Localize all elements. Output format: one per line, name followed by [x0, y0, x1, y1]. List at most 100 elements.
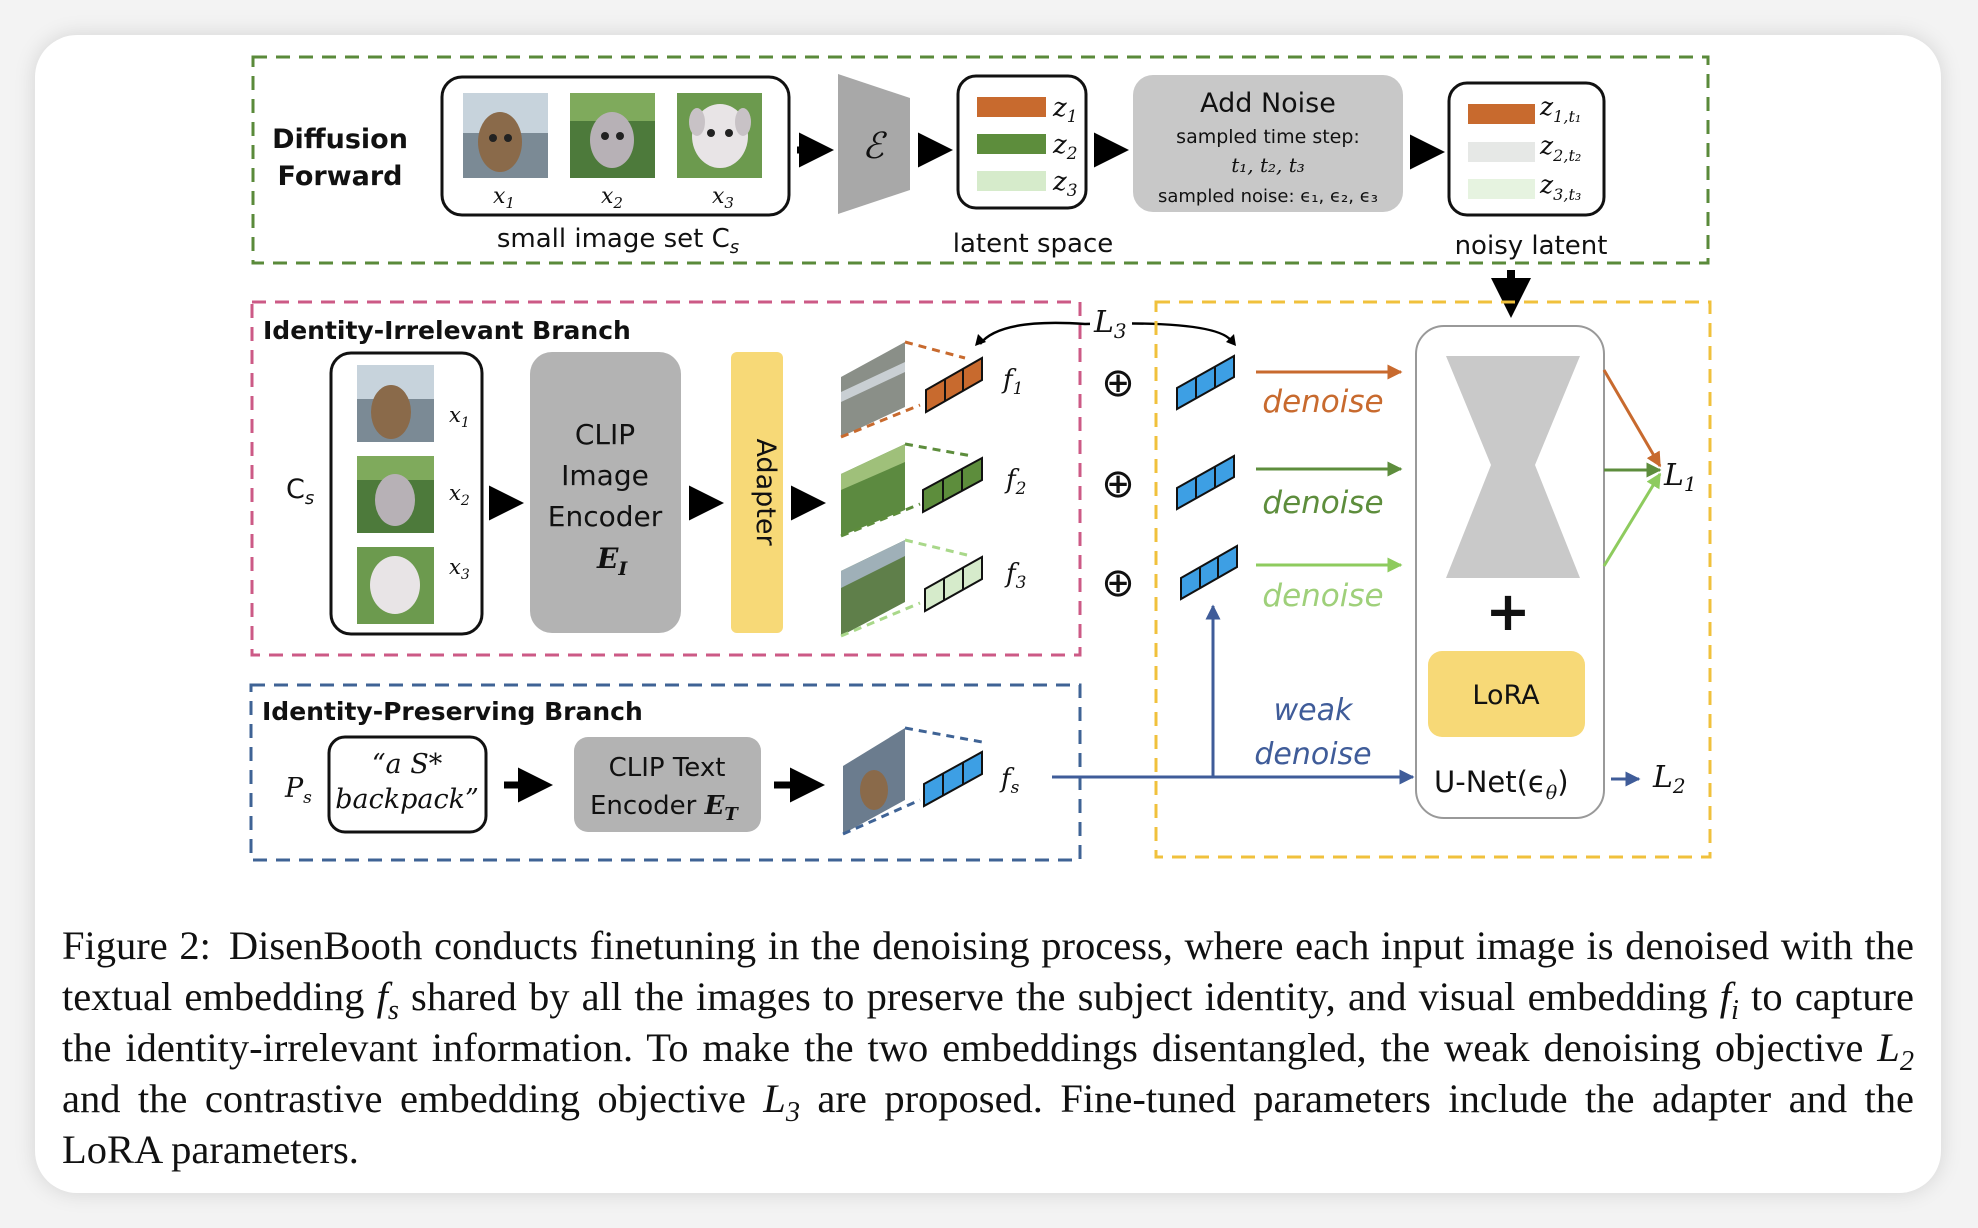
caption-l3: L3 [763, 1076, 800, 1129]
feature-vector-1 [925, 356, 983, 414]
vae-encoder-symbol: ℰ [862, 126, 887, 167]
clip-image-encoder-line3: Encoder [548, 500, 663, 533]
feature-vector-2 [922, 456, 983, 514]
feature-f2-label: f2 [1004, 465, 1026, 499]
disenbooth-diagram: Diffusion Forward x1 x2 x3 small image s… [249, 55, 1712, 862]
image-thumbnail-3 [677, 93, 762, 178]
prompt-label: Ps [284, 773, 312, 808]
feature-f1-label: f1 [1001, 365, 1023, 399]
figure-caption: Figure 2:DisenBooth conducts finetuning … [62, 920, 1914, 1175]
unet-hourglass [1446, 356, 1580, 578]
noisy-z1-bar [1468, 104, 1535, 124]
feature-image-3 [840, 538, 968, 638]
text-embedding-copy-3 [1180, 544, 1238, 601]
image-label-x1: x1 [493, 184, 515, 212]
noisy-z3-label: z3,t₃ [1539, 170, 1581, 204]
l3-label-bg [1090, 302, 1132, 338]
caption-part1: DisenBooth conducts finetuning in the de… [62, 923, 1914, 1019]
clip-text-encoder-box [574, 737, 761, 832]
unet-plus: + [1485, 580, 1530, 643]
clip-text-encoder-line1: CLIP Text [609, 753, 726, 783]
l1-arrow-lightgreen [1602, 472, 1662, 567]
text-feature-fs-label: fs [999, 764, 1020, 798]
text-feature-image [842, 726, 983, 836]
caption-part3: to capture the identity-irrelevant infor… [62, 974, 1914, 1070]
latent-space-caption: latent space [953, 229, 1114, 259]
image-thumbnail-2 [570, 93, 655, 178]
unet-panel [1154, 300, 1712, 859]
add-noise-line2: t₁, t₂, t₃ [1231, 153, 1305, 177]
prompt-box [327, 735, 488, 834]
l3-label: L3 [1093, 305, 1127, 343]
caption-fs: fs [376, 974, 399, 1027]
clip-image-encoder-symbol: EI [596, 542, 628, 580]
add-noise-title: Add Noise [1200, 88, 1336, 119]
irrelevant-label-x1: x1 [449, 403, 470, 431]
caption-part5: are proposed. Fine-tuned parameters incl… [62, 1076, 1914, 1172]
irrelevant-thumb-1 [357, 365, 434, 442]
prompt-line1: “a S* [372, 749, 443, 780]
add-noise-line1: sampled time step: [1176, 126, 1360, 148]
prompt-line2: backpack” [335, 784, 479, 815]
preserving-branch-title: Identity-Preserving Branch [262, 697, 643, 726]
oplus-2: ⊕ [1101, 461, 1135, 507]
noisy-z2-label: z2,t₂ [1539, 131, 1581, 165]
lora-box [1428, 651, 1585, 737]
image-label-x2: x2 [601, 184, 623, 212]
add-noise-line3: sampled noise: ϵ₁, ϵ₂, ϵ₃ [1158, 186, 1378, 207]
latent-z2-bar [977, 134, 1046, 154]
image-thumbnail-1 [463, 93, 548, 178]
feature-f3-label: f3 [1004, 559, 1026, 593]
latent-z2-label: z2 [1052, 130, 1078, 164]
caption-part4: and the contrastive embedding objective [62, 1076, 764, 1121]
irrelevant-label-x3: x3 [449, 555, 470, 583]
text-embedding-copy-2 [1176, 454, 1235, 511]
feature-image-2 [840, 442, 973, 538]
feature-image-1 [840, 340, 966, 439]
denoise-label-1: denoise [1262, 384, 1383, 420]
irrelevant-thumb-3 [357, 547, 434, 624]
text-feature-vector [923, 750, 983, 808]
weak-denoise-line1: weak [1274, 693, 1354, 728]
irrelevant-label-x2: x2 [449, 481, 470, 509]
clip-image-encoder-line1: CLIP [575, 418, 635, 451]
clip-image-encoder-line2: Image [561, 459, 649, 492]
caption-l2: L2 [1877, 1025, 1914, 1078]
adapter-box [731, 352, 783, 633]
latent-z3-bar [977, 171, 1046, 191]
irrelevant-branch-panel [250, 300, 1082, 657]
feature-vector-3 [924, 555, 983, 613]
noisy-z3-bar [1468, 179, 1535, 199]
l1-label: L1 [1663, 458, 1697, 496]
diffusion-label-line2: Forward [277, 161, 402, 192]
clip-image-encoder-box [530, 352, 681, 633]
l1-arrow-orange [1602, 369, 1662, 468]
caption-part2: shared by all the images to preserve the… [398, 974, 1720, 1019]
l3-contrastive-arc [979, 321, 1234, 345]
unet-label: U-Net(ϵθ) [1434, 765, 1569, 804]
noisy-z2-bar [1468, 142, 1535, 162]
image-set-caption: small image set Cs [497, 224, 739, 258]
noisy-latent-caption: noisy latent [1455, 231, 1608, 261]
latent-z1-label: z1 [1052, 93, 1078, 127]
irrelevant-thumb-2 [357, 456, 434, 533]
add-noise-box [1133, 75, 1403, 212]
caption-figure-label: Figure 2: [62, 923, 211, 968]
l3-arrowhead-left [975, 334, 986, 346]
noisy-z1-label: z1,t₁ [1539, 92, 1581, 126]
oplus-3: ⊕ [1101, 560, 1135, 606]
weak-denoise-line2: denoise [1254, 737, 1371, 772]
vae-encoder-shape [838, 74, 910, 214]
preserving-branch-panel [249, 683, 1082, 862]
image-label-x3: x3 [712, 184, 734, 212]
irrelevant-set-label: Cs [286, 474, 314, 509]
oplus-1: ⊕ [1101, 360, 1135, 406]
clip-text-encoder-line2: Encoder ET [590, 791, 739, 825]
latent-z1-bar [977, 97, 1046, 117]
l2-label: L2 [1652, 760, 1686, 798]
adapter-label: Adapter [750, 438, 781, 546]
caption-fi: fi [1719, 974, 1739, 1027]
denoise-label-3: denoise [1262, 578, 1383, 614]
lora-label: LoRA [1472, 680, 1540, 711]
irrelevant-branch-title: Identity-Irrelevant Branch [263, 316, 631, 345]
